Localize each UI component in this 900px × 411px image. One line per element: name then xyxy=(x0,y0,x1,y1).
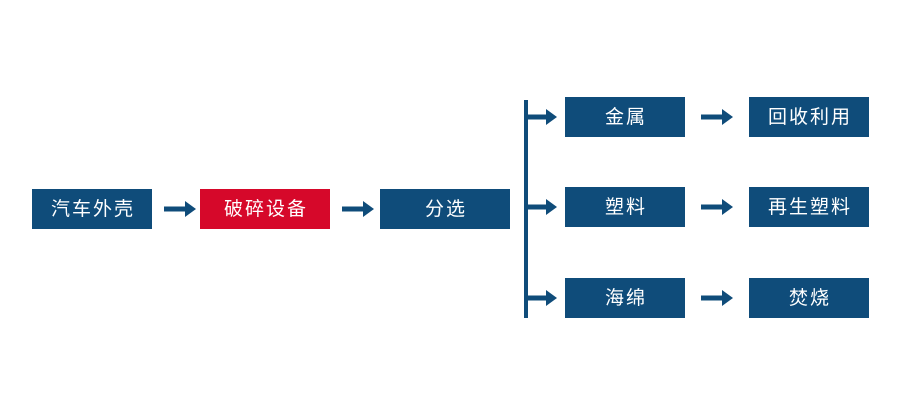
arrow-plastic-to-regenerated xyxy=(701,197,733,217)
node-plastic-output-regenerated[interactable]: 再生塑料 xyxy=(749,187,869,227)
arrow-branch-to-metal xyxy=(527,107,557,127)
arrow-metal-to-recycle xyxy=(701,107,733,127)
node-crusher-equipment[interactable]: 破碎设备 xyxy=(200,189,330,229)
branch-split-icon xyxy=(524,100,528,318)
node-plastic[interactable]: 塑料 xyxy=(565,187,685,227)
node-sponge[interactable]: 海绵 xyxy=(565,278,685,318)
node-sorting[interactable]: 分选 xyxy=(380,189,510,229)
arrow-branch-to-plastic xyxy=(527,197,557,217)
arrow-sponge-to-incineration xyxy=(701,288,733,308)
arrow-branch-to-sponge xyxy=(527,288,557,308)
node-metal-output-recycle[interactable]: 回收利用 xyxy=(749,97,869,137)
node-metal[interactable]: 金属 xyxy=(565,97,685,137)
node-input-car-shell[interactable]: 汽车外壳 xyxy=(32,189,152,229)
arrow-input-to-crusher xyxy=(164,199,196,219)
node-sponge-output-incineration[interactable]: 焚烧 xyxy=(749,278,869,318)
arrow-crusher-to-sorting xyxy=(342,199,374,219)
